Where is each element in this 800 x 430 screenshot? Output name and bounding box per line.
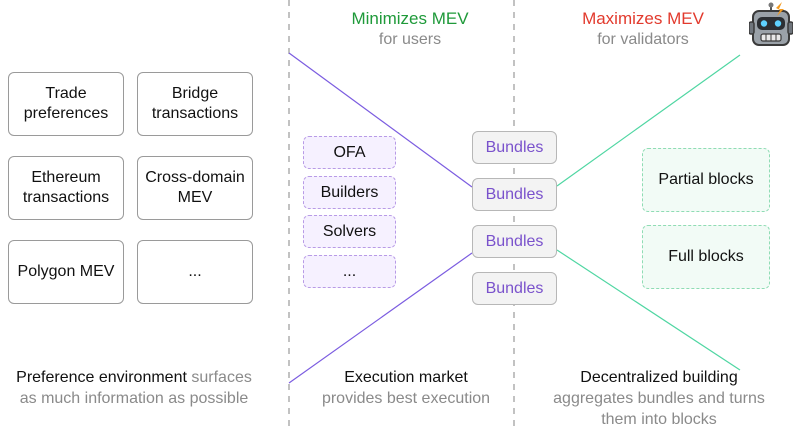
pref-box-trade-preferences: Trade preferences	[8, 72, 124, 136]
robot-icon	[749, 2, 793, 46]
block-box-label: Full blocks	[668, 248, 744, 265]
green-line-top	[556, 54, 741, 187]
bundle-box: Bundles	[472, 225, 557, 258]
green-line-bottom	[556, 249, 741, 371]
market-box-label: Builders	[320, 183, 379, 201]
block-box-partial-blocks: Partial blocks	[642, 148, 770, 212]
market-box-label: OFA	[333, 143, 366, 161]
market-box-more: ...	[303, 255, 396, 288]
block-box-full-blocks: Full blocks	[642, 225, 770, 289]
pref-box-polygon-mev: Polygon MEV	[8, 240, 124, 304]
caption-preference-muted-line2: as much information as possible	[19, 390, 249, 407]
purple-line-top	[288, 52, 473, 188]
caption-preference-muted-inline: surfaces	[191, 369, 252, 386]
heading-maximize-title: Maximizes MEV	[582, 9, 704, 28]
bundle-box: Bundles	[472, 178, 557, 211]
bundle-box: Bundles	[472, 272, 557, 305]
market-box-ofa: OFA	[303, 136, 396, 169]
pref-box-label: Ethereum transactions	[22, 169, 110, 206]
bundle-label: Bundles	[485, 279, 544, 297]
caption-preference-strong: Preference environment	[16, 369, 187, 386]
pref-box-bridge-transactions: Bridge transactions	[137, 72, 253, 136]
bundle-label: Bundles	[485, 138, 544, 156]
caption-building-strong: Decentralized building	[580, 369, 738, 386]
market-box-label: ...	[342, 262, 357, 280]
block-box-label: Partial blocks	[658, 171, 754, 188]
purple-line-bottom	[288, 252, 473, 384]
pref-box-cross-domain-mev: Cross-domain MEV	[137, 156, 253, 220]
market-box-label: Solvers	[322, 222, 377, 240]
pref-box-label: Cross-domain MEV	[145, 169, 245, 206]
pref-box-ethereum-transactions: Ethereum transactions	[8, 156, 124, 220]
caption-decentralized-building: Decentralized building aggregates bundle…	[528, 367, 790, 430]
caption-preference-environment: Preference environment surfaces as much …	[4, 367, 264, 409]
heading-minimize-title: Minimizes MEV	[351, 9, 469, 28]
pref-box-more: ...	[137, 240, 253, 304]
heading-maximize: Maximizes MEV for validators	[563, 8, 723, 50]
pref-box-label: Polygon MEV	[17, 263, 115, 280]
caption-execution-market: Execution market provides best execution	[300, 367, 512, 409]
bundle-label: Bundles	[485, 232, 544, 250]
heading-minimize-subtitle: for users	[378, 31, 442, 48]
pref-box-label: Trade preferences	[23, 85, 109, 122]
pref-box-label: ...	[188, 263, 202, 280]
heading-maximize-subtitle: for validators	[597, 31, 689, 48]
market-box-solvers: Solvers	[303, 215, 396, 248]
bundle-label: Bundles	[485, 185, 544, 203]
heading-minimize: Minimizes MEV for users	[330, 8, 490, 50]
bundle-box: Bundles	[472, 131, 557, 164]
caption-market-muted: provides best execution	[321, 390, 491, 407]
market-box-builders: Builders	[303, 176, 396, 209]
caption-building-muted-line2: them into blocks	[601, 411, 717, 428]
pref-box-label: Bridge transactions	[151, 85, 239, 122]
caption-market-strong: Execution market	[344, 369, 468, 386]
caption-building-muted-line1: aggregates bundles and turns	[553, 390, 765, 407]
